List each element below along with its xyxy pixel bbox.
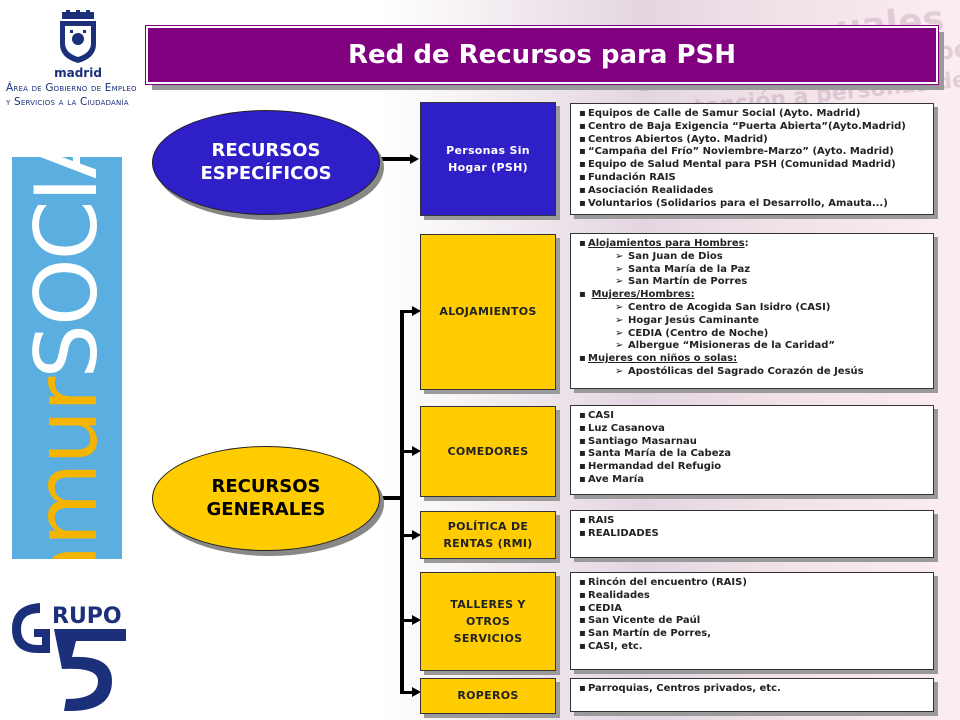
grupo-text: RUPO [52,604,122,629]
madrid-crest-icon [60,10,96,63]
grupo5-logo: RUPO [12,603,126,711]
list-item: ➢Santa María de la Paz [615,263,751,275]
list-heading: ▪Mujeres con niños o solas: [579,353,738,365]
general-resources-label: RECURSOS GENERALES [206,476,326,520]
connector-line [378,157,411,161]
politica-rentas-list: ▪RAIS ▪REALIDADES [579,515,927,541]
specific-resources-label: RECURSOS ESPECÍFICOS [200,140,332,184]
connector-line [400,450,413,453]
samur-logo-part2: SOCIAL [17,157,117,379]
connector-arrow [412,306,421,316]
talleres-list-box: ▪Rincón del encuentro (RAIS) ▪Realidades… [570,572,934,670]
list-item: ▪Santa María de la Cabeza [579,448,732,460]
samur-social-logo: samurSOCIAL [12,157,122,559]
list-item: ▪REALIDADES [579,527,659,539]
list-item: ▪Equipos de Calle de Samur Social (Ayto.… [579,108,861,119]
list-item: ▪San Martín de Porres, [579,628,712,640]
list-item: ▪Centros Abiertos (Ayto. Madrid) [579,133,768,145]
connector-line [400,619,413,622]
list-heading: ▪ Mujeres/Hombres: [579,289,695,301]
list-item: ▪Parroquias, Centros privados, etc. [579,683,781,694]
list-item: ▪CEDIA [579,602,622,614]
samur-logo-part1: samur [17,378,117,559]
list-item: ➢CEDIA (Centro de Noche) [615,327,769,339]
list-item: ▪Rincón del encuentro (RAIS) [579,577,747,588]
list-item: ▪CASI, etc. [579,640,643,652]
list-item: ▪Centro de Baja Exigencia “Puerta Abiert… [579,120,906,132]
psh-box-label: Personas Sin Hogar (PSH) [446,143,530,174]
psh-list: ▪Equipos de Calle de Samur Social (Ayto.… [579,108,927,210]
connector-arrow [412,687,421,697]
connector-arrow [412,446,421,456]
list-item: ▪Fundación RAIS [579,171,676,183]
alojamientos-box-label: ALOJAMIENTOS [439,305,537,319]
list-item: ▪Voluntarios (Solidarios para el Desarro… [579,197,888,209]
list-item: ▪Realidades [579,589,650,601]
connector-arrow [412,615,421,625]
area-line-1: Área de Gobierno de Empleo [6,82,137,94]
list-item: ➢San Juan de Dios [615,250,723,262]
roperos-box: ROPEROS [420,678,556,714]
list-item: ➢Hogar Jesús Caminante [615,314,760,326]
politica-rentas-box: POLÍTICA DE RENTAS (RMI) [420,511,556,559]
roperos-list: ▪Parroquias, Centros privados, etc. [579,683,927,696]
specific-resources-oval: RECURSOS ESPECÍFICOS [152,110,380,215]
madrid-label: madrid [54,66,102,80]
politica-rentas-list-box: ▪RAIS ▪REALIDADES [570,510,934,558]
politica-rentas-box-label: POLÍTICA DE RENTAS (RMI) [443,519,533,550]
connector-line [400,691,413,694]
list-item: ▪Santiago Masarnau [579,435,697,447]
roperos-box-label: ROPEROS [457,689,519,703]
list-heading: ▪Alojamientos para Hombres: [579,238,749,249]
list-item: ➢San Martín de Porres [615,276,748,288]
connector-arrow [410,154,419,164]
general-resources-oval: RECURSOS GENERALES [152,446,380,551]
talleres-box: TALLERES Y OTROS SERVICIOS [420,572,556,671]
page-title: Red de Recursos para PSH [348,40,736,70]
alojamientos-box: ALOJAMIENTOS [420,234,556,390]
connector-line [378,496,402,500]
list-item: ▪Equipo de Salud Mental para PSH (Comuni… [579,159,896,171]
connector-arrow [412,530,421,540]
list-item: ➢Apostólicas del Sagrado Corazón de Jesú… [615,365,864,377]
connector-line [400,534,413,537]
alojamientos-list: ▪Alojamientos para Hombres: ➢San Juan de… [579,238,927,379]
area-line-2: y Servicios a la Ciudadanía [6,96,129,108]
list-item: ➢Albergue “Misioneras de la Caridad” [615,340,835,352]
connector-line [400,310,413,313]
title-banner: Red de Recursos para PSH [146,26,938,84]
list-item: ▪Luz Casanova [579,422,665,434]
talleres-list: ▪Rincón del encuentro (RAIS) ▪Realidades… [579,577,927,654]
list-item: ➢Centro de Acogida San Isidro (CASI) [615,301,831,313]
list-item: ▪Hermandad del Refugio [579,461,722,473]
list-item: ▪CASI [579,410,615,421]
alojamientos-list-box: ▪Alojamientos para Hombres: ➢San Juan de… [570,233,934,389]
psh-box: Personas Sin Hogar (PSH) [420,102,556,216]
comedores-list-box: ▪CASI ▪Luz Casanova ▪Santiago Masarnau ▪… [570,405,934,495]
psh-list-box: ▪Equipos de Calle de Samur Social (Ayto.… [570,103,934,215]
comedores-box-label: COMEDORES [447,444,529,458]
list-item: ▪Ave María [579,473,644,485]
list-item: ▪RAIS [579,515,615,526]
list-item: ▪San Vicente de Paúl [579,615,701,627]
connector-line [400,310,404,694]
roperos-list-box: ▪Parroquias, Centros privados, etc. [570,678,934,712]
comedores-box: COMEDORES [420,406,556,497]
list-item: ▪“Campaña del Frío” Noviembre-Marzo” (Ay… [579,146,894,158]
list-item: ▪Asociación Realidades [579,184,714,196]
comedores-list: ▪CASI ▪Luz Casanova ▪Santiago Masarnau ▪… [579,410,927,487]
talleres-box-label: TALLERES Y OTROS SERVICIOS [450,597,526,646]
